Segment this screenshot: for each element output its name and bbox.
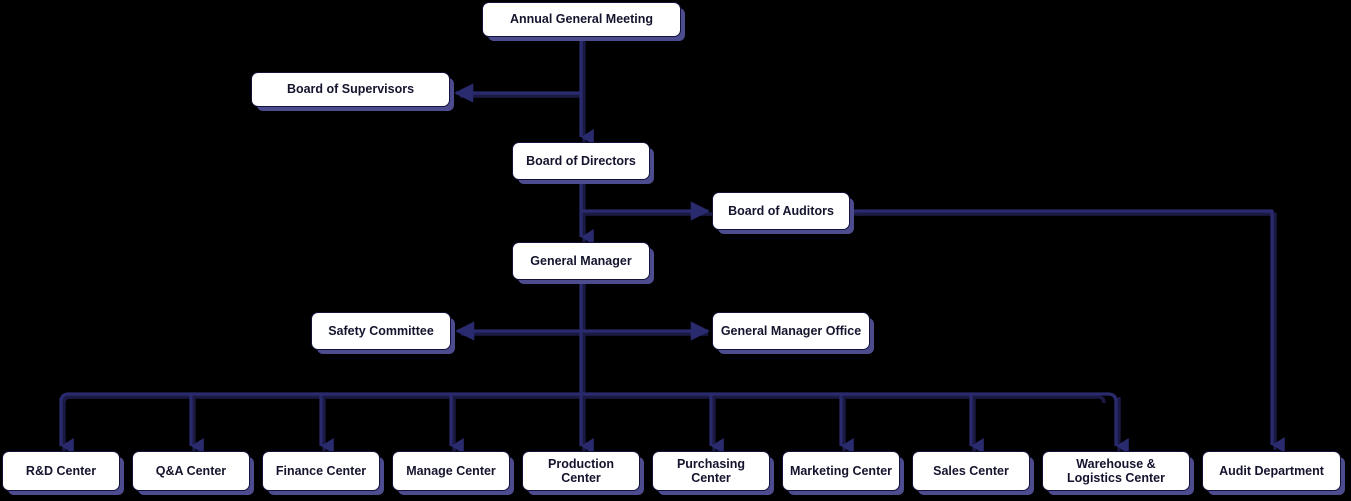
edge-auditors-audit — [850, 209, 1285, 453]
node-label-qa: Q&A Center — [155, 463, 227, 478]
node-label-supervisors: Board of Supervisors — [286, 82, 415, 97]
node-label-manage: Manage Center — [406, 463, 496, 478]
node-label-sales: Sales Center — [933, 463, 1009, 478]
node-warehouse[interactable]: Warehouse & Logistics Center — [1042, 451, 1190, 491]
node-rnd[interactable]: R&D Center — [2, 451, 120, 491]
node-label-safety: Safety Committee — [328, 323, 434, 338]
node-label-gm: General Manager — [530, 253, 632, 268]
node-label-production: Production Center — [548, 456, 614, 486]
node-gmoffice[interactable]: General Manager Office — [712, 312, 870, 350]
node-manage[interactable]: Manage Center — [392, 451, 510, 491]
node-label-auditors: Board of Auditors — [728, 203, 834, 218]
node-sales[interactable]: Sales Center — [912, 451, 1030, 491]
node-supervisors[interactable]: Board of Supervisors — [251, 72, 450, 107]
node-agm[interactable]: Annual General Meeting — [482, 2, 681, 37]
node-label-purchasing: Purchasing Center — [676, 456, 746, 486]
node-label-finance: Finance Center — [275, 463, 367, 478]
node-directors[interactable]: Board of Directors — [512, 142, 650, 180]
node-audit[interactable]: Audit Department — [1202, 451, 1341, 491]
node-safety[interactable]: Safety Committee — [311, 312, 451, 350]
node-label-warehouse: Warehouse & Logistics Center — [1067, 456, 1165, 486]
node-marketing[interactable]: Marketing Center — [782, 451, 900, 491]
node-finance[interactable]: Finance Center — [262, 451, 380, 491]
node-purchasing[interactable]: Purchasing Center — [652, 451, 770, 491]
node-label-directors: Board of Directors — [526, 153, 636, 168]
node-auditors[interactable]: Board of Auditors — [712, 192, 850, 230]
node-label-rnd: R&D Center — [25, 463, 97, 478]
node-gm[interactable]: General Manager — [512, 242, 650, 280]
node-label-marketing: Marketing Center — [789, 463, 893, 478]
node-label-agm: Annual General Meeting — [509, 12, 654, 27]
node-label-gmoffice: General Manager Office — [720, 323, 862, 338]
node-production[interactable]: Production Center — [522, 451, 640, 491]
node-qa[interactable]: Q&A Center — [132, 451, 250, 491]
bus-horizontal — [59, 392, 1118, 403]
node-label-audit: Audit Department — [1219, 463, 1324, 478]
